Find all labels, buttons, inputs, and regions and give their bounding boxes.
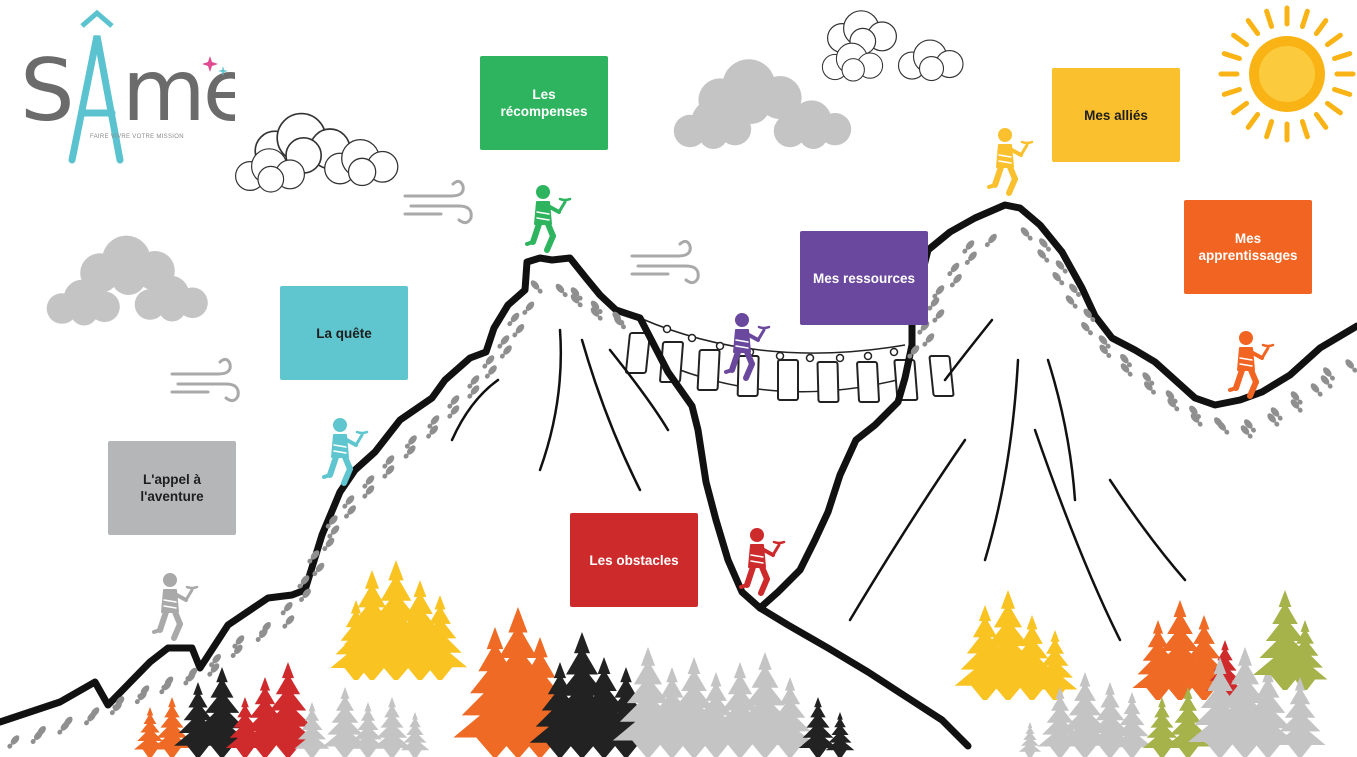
mountain-outline-left: [0, 254, 972, 750]
stage-card-quete[interactable]: La quête: [280, 286, 408, 380]
tree-icon: [257, 662, 319, 757]
stage-card-ressources[interactable]: Mes ressources: [800, 231, 928, 325]
climber-icon: [152, 573, 199, 641]
stage-card-apprentissages[interactable]: Mes apprentissages: [1184, 200, 1312, 294]
tree-icon: [322, 687, 368, 757]
stage-card-obstacles[interactable]: Les obstacles: [570, 513, 698, 607]
tree-icon: [134, 707, 166, 757]
climber-icon: [322, 418, 369, 486]
logo-graphic: S me: [20, 9, 235, 164]
tree-icon: [330, 600, 382, 680]
sun-icon: [1218, 5, 1356, 143]
wind-layer: [170, 179, 700, 403]
tree-icon: [350, 702, 386, 757]
tree-icon: [1086, 682, 1134, 757]
climbers-layer: [152, 128, 1275, 641]
cloud-icon: [324, 138, 399, 187]
svg-text:me: me: [122, 41, 235, 141]
tree-icon: [825, 712, 855, 757]
same-logo: S me FAIRE VIVRE VOTRE MISSION: [20, 8, 235, 168]
forest-layer: [134, 560, 1328, 757]
cloud-icon: [897, 39, 964, 82]
stage-card-allies[interactable]: Mes alliés: [1052, 68, 1180, 162]
svg-text:S: S: [20, 41, 72, 141]
tree-icon: [764, 677, 816, 757]
climber-icon: [525, 185, 572, 253]
cloud-icon: [234, 148, 306, 193]
mountain-outline-right: [756, 201, 1357, 612]
tree-icon: [1032, 630, 1078, 700]
cloud-icon: [821, 42, 884, 82]
stage-card-appel[interactable]: L'appel à l'aventure: [108, 441, 236, 535]
climber-icon: [1228, 331, 1275, 399]
wind-icon: [630, 239, 700, 285]
tree-icon: [1239, 667, 1297, 757]
tree-icon: [294, 702, 330, 757]
clouds-layer: [46, 10, 964, 326]
tree-icon: [1142, 697, 1182, 757]
tree-icon: [1282, 620, 1328, 690]
logo-tagline: FAIRE VIVRE VOTRE MISSION: [90, 134, 184, 140]
footprints-icon: [7, 227, 1357, 749]
climber-icon: [987, 128, 1034, 196]
tree-icon: [412, 595, 468, 680]
cloud-icon: [134, 275, 208, 322]
rope-bridge-icon: [624, 317, 955, 403]
stage-card-recompenses[interactable]: Les récompenses: [480, 56, 608, 150]
wind-icon: [170, 357, 240, 403]
tree-icon: [1111, 692, 1153, 757]
tree-icon: [1018, 722, 1042, 757]
mountain-inner-lines: [450, 318, 1187, 642]
climber-icon: [724, 313, 771, 381]
climber-icon: [739, 528, 786, 596]
cloud-icon: [773, 100, 852, 149]
cloud-icon: [46, 279, 120, 326]
cloud-icon: [673, 100, 752, 149]
tree-icon: [798, 697, 838, 757]
cloud-icon: [80, 235, 175, 295]
wind-icon: [403, 179, 473, 225]
mountain-range: [0, 201, 1357, 750]
tree-icon: [400, 712, 430, 757]
tree-icon: [372, 697, 412, 757]
tree-icon: [1274, 677, 1326, 757]
